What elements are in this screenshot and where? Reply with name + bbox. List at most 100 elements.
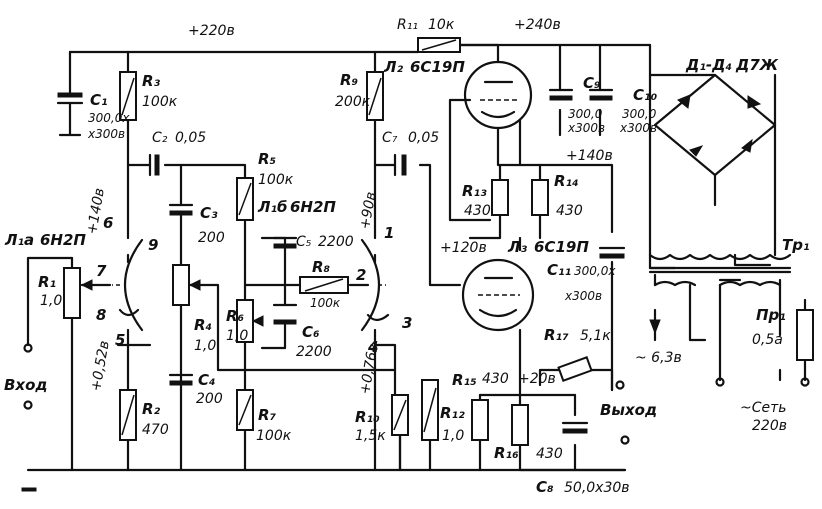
r5-val: 100к [258,172,294,188]
pin-2: 2 [356,266,366,284]
c9-v1: 300,0 [568,107,603,121]
c8-val: 50,0х30в [564,480,630,496]
r2-ref: R₂ [142,400,161,418]
c11-v2: х300в [564,289,602,303]
label-140-l1: +140в [84,187,108,236]
c7-ref: C₇ [382,130,398,146]
r14-ref: R₁₄ [554,172,579,190]
c10-ref: C₁₀ [633,86,658,104]
fuse-ref: Пр₁ [756,306,786,324]
label-90: +90в [357,191,379,231]
resistors [63,37,593,446]
r1-body [63,267,81,319]
pin-9: 9 [148,236,158,254]
r6-ref: R₆ [226,307,245,325]
c10-v1: 300,0 [622,107,657,121]
r7-val: 100к [256,428,292,444]
c4-ref: C₄ [198,371,216,389]
c9-ref: C₉ [583,74,601,92]
label-240: +240в [514,17,561,33]
r15-val: 430 [482,371,509,387]
r1-wiper [80,279,93,291]
r9-ref: R₉ [340,71,359,89]
l1b-ref: Л₁б [257,198,288,216]
label-6v3: ~ 6,3в [635,350,682,366]
c1-v1: 300,0х [88,111,130,125]
r3-val: 100к [142,94,178,110]
c1-v2: х300в [87,127,125,141]
c7-val: 0,05 [408,130,439,146]
r17-ref: R₁₇ [544,326,569,344]
r3-ref: R₃ [142,72,161,90]
r12-val: 1,0 [442,428,464,444]
l2-ref: Л₂ [383,58,403,76]
capacitors [56,88,626,434]
r10-val: 1,5к [355,428,386,444]
c6-val: 2200 [296,344,332,360]
r17-val: 5,1к [580,328,611,344]
label-20: +20в [518,371,556,387]
c11-ref: C₁₁ [547,261,571,279]
r5-ref: R₅ [258,150,276,168]
r16-ref: R₁₆ [494,444,519,462]
label-mains: ~Сеть [740,400,787,416]
fuse-body [796,309,814,361]
c2-ref: C₂ [152,130,168,146]
r17-body [557,356,593,382]
c11-v1: 300,0х [574,264,616,278]
r14-body [531,179,549,216]
r1-val: 1,0 [40,293,62,309]
c8-ref: C₈ [536,478,554,496]
c4-val: 200 [196,391,223,407]
c3-val: 200 [198,230,225,246]
fuse-val: 0,5а [752,332,783,348]
r4-body [172,264,190,306]
r16-val: 430 [536,446,563,462]
tube-l3-envelope [461,258,535,332]
input-label: Вход [4,376,48,394]
r12-ref: R₁₂ [440,404,465,422]
l2-type: 6С19П [410,58,465,76]
c3-ref: C₃ [200,204,218,222]
label-mains-val: 220в [752,418,787,434]
pin-5: 5 [115,331,125,349]
tube-l2-envelope [463,60,533,130]
diode-bridge [653,73,777,177]
r16-body [511,404,529,446]
label-120: +120в [440,240,487,256]
diode-type: Д7Ж [735,56,779,74]
label-140-l2: +140в [566,148,613,164]
tube-l1a-envelope [124,238,144,332]
transformer [648,253,814,361]
pin-4: 4 [367,338,378,356]
r13-val: 430 [464,203,491,219]
c2-val: 0,05 [175,130,206,146]
c1-ref: C₁ [90,91,108,109]
pin-6: 6 [103,214,113,232]
r15-ref: R₁₅ [452,371,477,389]
r13-body [491,179,509,216]
l3-ref: Л₃ [507,238,527,256]
l1a-type: 6Н2П [40,231,86,249]
c5-ref: C₅ [296,234,312,250]
r13-ref: R₁₃ [462,182,487,200]
output-label: Выход [600,401,657,419]
pin-8: 8 [96,306,106,324]
r4-val: 1,0 [194,338,216,354]
r8-val: 100к [310,296,341,310]
c10-v2: х300в [619,121,657,135]
r4-wiper [188,279,201,291]
r4-ref: R₄ [194,316,212,334]
label-220: +220в [188,23,235,39]
r11-val: 10к [428,17,455,33]
r14-val: 430 [556,203,583,219]
c6-ref: C₆ [302,323,320,341]
r6-wiper [251,315,264,327]
c9-v2: х300в [567,121,605,135]
label-052: +0,52в [88,340,113,393]
diode-ref: Д₁-Д₄ [685,56,732,74]
tubes [112,60,535,332]
r1-ref: R₁ [38,273,56,291]
r9-val: 200к [335,94,371,110]
